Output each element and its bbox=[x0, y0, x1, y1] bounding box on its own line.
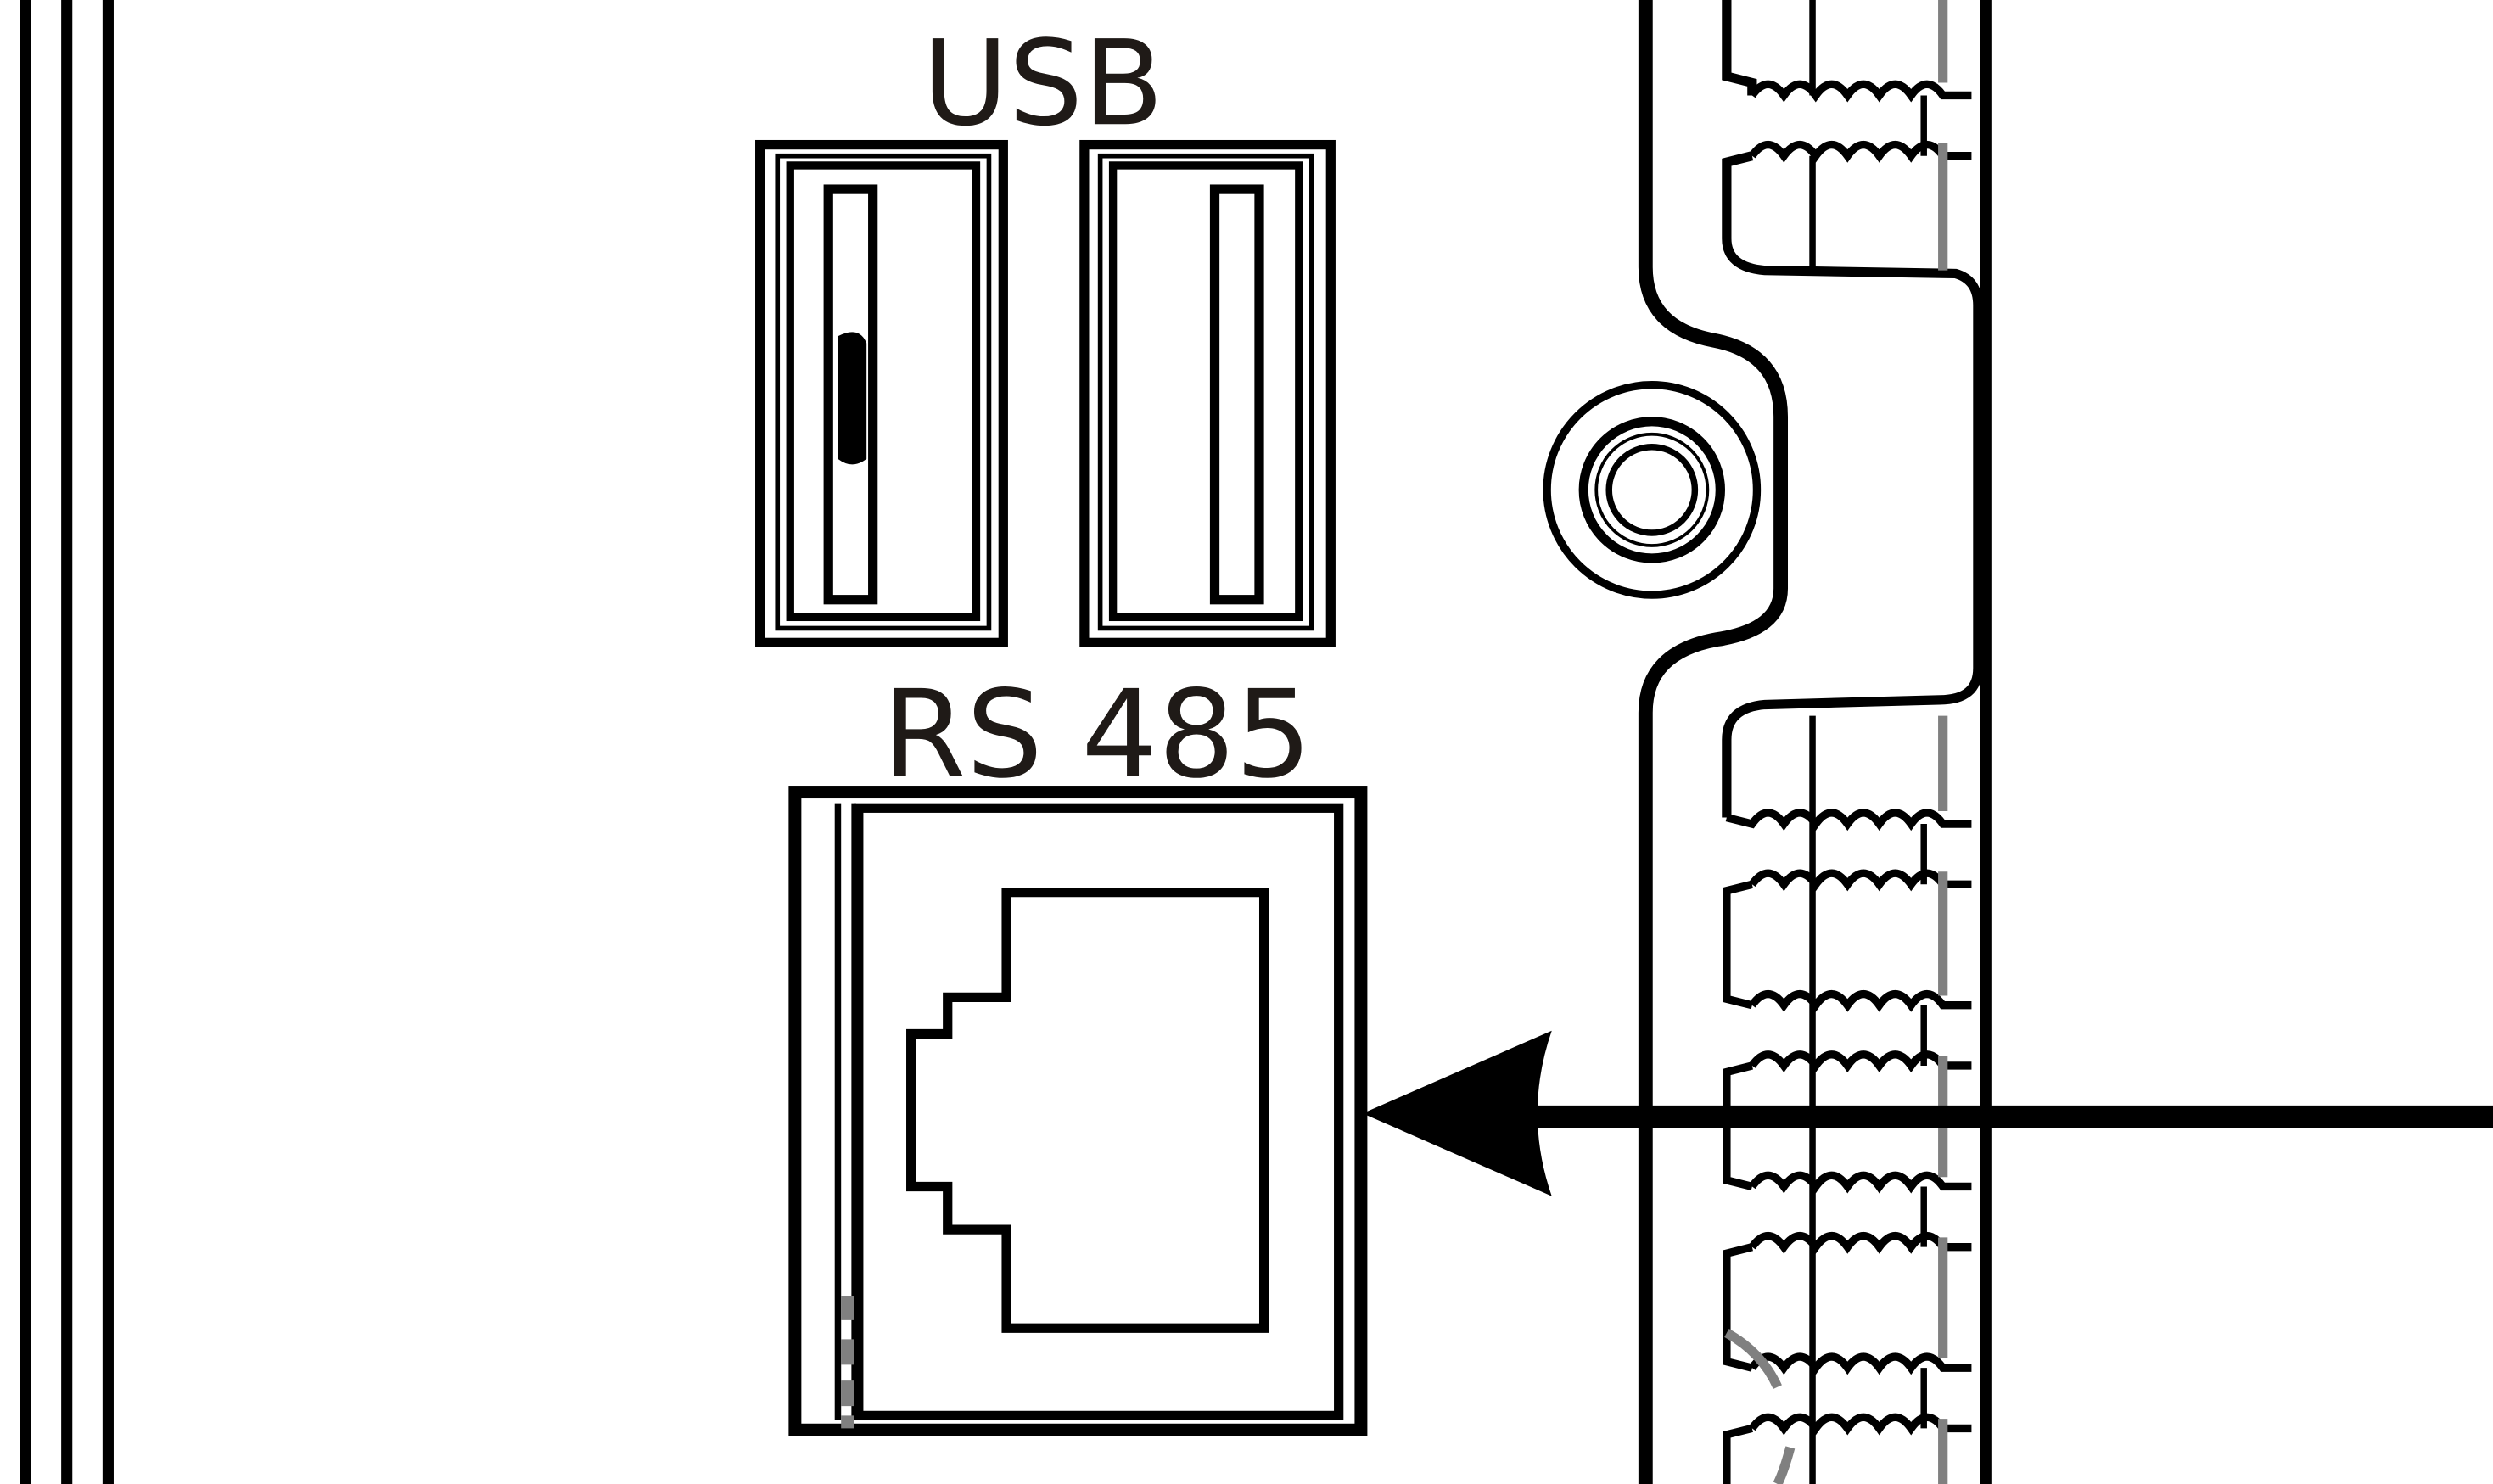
usb-port-2 bbox=[1079, 139, 1336, 647]
housing-right-outline bbox=[1638, 0, 1789, 1484]
rs485-port bbox=[788, 786, 1368, 1436]
rj45-port-icon bbox=[906, 888, 1269, 1333]
led-ring-icon bbox=[1543, 380, 1762, 599]
housing-left-edge bbox=[20, 0, 114, 1484]
terminal-rail bbox=[1722, 0, 1992, 1484]
usb-label: USB bbox=[922, 14, 1164, 152]
arrow-left-icon bbox=[1362, 1030, 2493, 1196]
usb-port-icon bbox=[838, 332, 867, 465]
usb-port-1 bbox=[755, 139, 1008, 647]
gray-rail-line bbox=[1724, 0, 1948, 1484]
rs485-label: RS 485 bbox=[882, 664, 1312, 805]
